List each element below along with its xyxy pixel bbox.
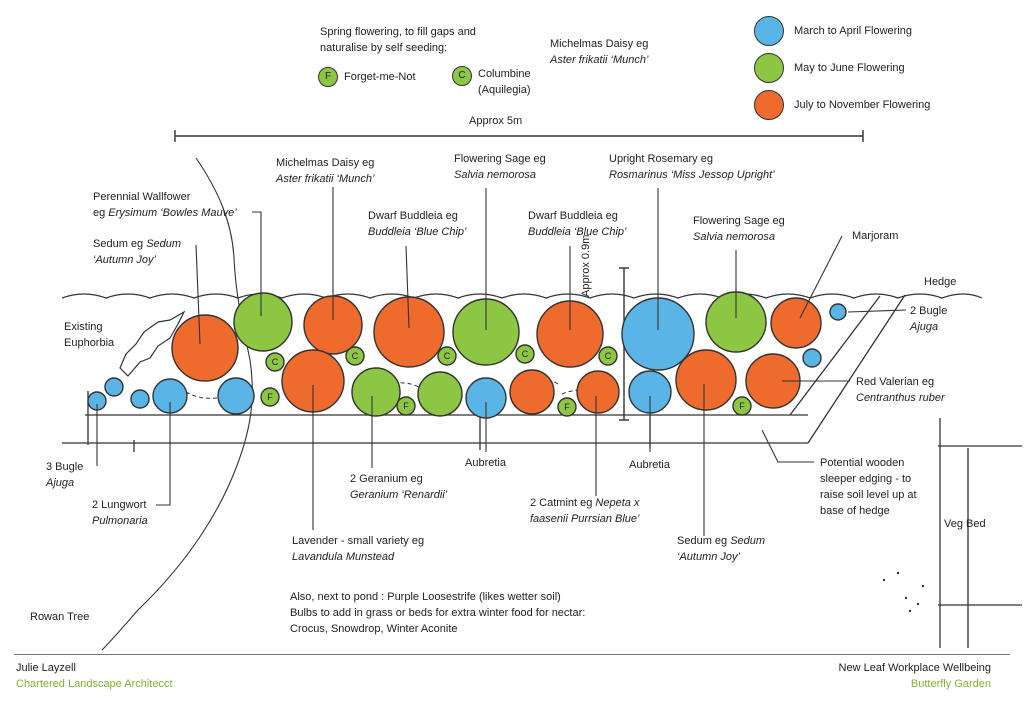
plant-geranium-1: [351, 367, 401, 417]
svg-text:C: C: [444, 351, 451, 361]
legend-july-november: July to November Flowering: [754, 90, 930, 120]
label-veg-bed: Veg Bed: [944, 518, 986, 530]
plant-catmint-1: [509, 369, 555, 415]
plant-sedum-right: [675, 349, 737, 411]
leader-lines: [96, 187, 907, 536]
label-lavender: Lavender - small variety eg Lavandula Mu…: [292, 535, 425, 563]
width-dimension-line: [174, 130, 864, 142]
svg-text:F: F: [267, 392, 273, 402]
footer-author: Julie Layzell Chartered Landscape Archit…: [16, 660, 173, 692]
client-name: New Leaf Workplace Wellbeing: [838, 662, 991, 674]
label-sage-right: Flowering Sage eg Salvia nemorosa: [693, 215, 785, 243]
label-red-valerian: Red Valerian eg Centranthus ruber: [856, 376, 945, 404]
euphorbia-outline: [119, 310, 186, 377]
author-title: Chartered Landscape Architecct: [16, 678, 173, 690]
plant-wallflower: [233, 292, 293, 352]
project-name: Butterfly Garden: [910, 678, 991, 690]
hedge-line: [61, 293, 983, 299]
plant-geranium-2: [417, 371, 463, 417]
svg-text:C: C: [272, 357, 279, 367]
plant-lungwort-2: [217, 377, 255, 415]
svg-text:C: C: [352, 351, 359, 361]
label-buddleia-left: Dwarf Buddleia eg Buddleia ‘Blue Chip’: [368, 210, 467, 238]
self-seeders: C C C C C F F F F: [260, 344, 752, 417]
rowan-tree-line: [101, 157, 253, 651]
label-buddleia-right: Dwarf Buddleia eg Buddleia ‘Blue Chip’: [528, 210, 627, 238]
plant-catmint-2: [576, 370, 620, 414]
label-catmint: 2 Catmint eg Nepeta x faasenii Purrsian …: [530, 497, 640, 525]
plant-bugle-right-1: [829, 303, 847, 321]
label-aubretia-right: Aubretia: [629, 459, 670, 471]
footer-project: New Leaf Workplace Wellbeing Butterfly G…: [839, 660, 991, 692]
veg-bed-outline: [938, 418, 1022, 648]
legend-label-march-april: March to April Flowering: [794, 25, 912, 37]
label-sleeper-edging: Potential wooden sleeper edging - to rai…: [820, 457, 917, 517]
label-wallflower: Perennial Wallfower eg Erysimum ‘Bowles …: [93, 191, 237, 219]
key-forget-me-not: F Forget-me-Not: [318, 67, 416, 87]
svg-text:C: C: [605, 351, 612, 361]
label-bugle-right: 2 Bugle Ajuga: [910, 305, 948, 333]
notes: Also, next to pond : Purple Loosestrife …: [290, 591, 586, 635]
svg-text:C: C: [522, 349, 529, 359]
author-name: Julie Layzell: [16, 662, 76, 674]
legend-march-april: March to April Flowering: [754, 16, 912, 46]
label-sedum-right: Sedum eg Sedum ‘Autumn Joy’: [677, 535, 766, 563]
spring-note: Spring flowering, to fill gaps and natur…: [320, 26, 476, 54]
key-columbine: C Columbine(Aquilegia): [452, 66, 531, 98]
label-geranium: 2 Geranium eg Geranium ‘Renardii’: [350, 473, 448, 501]
columbine-symbol: C: [452, 66, 472, 86]
svg-text:F: F: [403, 401, 409, 411]
plant-bugle-left-2: [104, 377, 124, 397]
footer-divider: [14, 654, 1010, 655]
label-euphorbia: Existing Euphorbia: [64, 321, 115, 349]
plant-circles: [87, 291, 847, 419]
legend-label-may-june: May to June Flowering: [794, 62, 905, 74]
plant-marjoram: [770, 297, 822, 349]
legend-may-june: May to June Flowering: [754, 53, 905, 83]
plant-bugle-right-2: [802, 348, 822, 368]
label-aubretia-left: Aubretia: [465, 457, 506, 469]
label-hedge: Hedge: [924, 276, 957, 288]
label-bugle-left: 3 Bugle Ajuga: [46, 461, 84, 489]
plant-buddleia-left: [373, 296, 445, 368]
svg-text:F: F: [564, 402, 570, 412]
label-marjoram: Marjoram: [852, 230, 899, 242]
label-rosemary: Upright Rosemary eg Rosmarinus ‘Miss Jes…: [609, 153, 775, 181]
veg-bed-dots: [882, 571, 925, 613]
top-daisy-label: Michelmas Daisy eg Aster frikatii ‘Munch…: [550, 38, 649, 66]
forget-me-not-symbol: F: [318, 67, 338, 87]
label-sedum-left: Sedum eg Sedum ‘Autumn Joy’: [93, 238, 182, 266]
svg-text:F: F: [739, 401, 745, 411]
label-rowan-tree: Rowan Tree: [30, 611, 90, 623]
label-sage-mid: Flowering Sage eg Salvia nemorosa: [454, 153, 546, 181]
plant-bugle-left-3: [130, 389, 150, 409]
legend-swatch-green: [754, 53, 784, 83]
label-lungwort: 2 Lungwort Pulmonaria: [92, 499, 148, 527]
label-daisy-mid: Michelmas Daisy eg Aster frikatii ‘Munch…: [276, 157, 375, 185]
depth-dimension-label: Approx 0.9m: [580, 234, 592, 297]
width-dimension-label: Approx 5m: [469, 115, 523, 127]
legend-swatch-blue: [754, 16, 784, 46]
legend-swatch-orange: [754, 90, 784, 120]
legend-label-july-november: July to November Flowering: [794, 99, 931, 111]
plant-sedum-left: [171, 314, 239, 382]
